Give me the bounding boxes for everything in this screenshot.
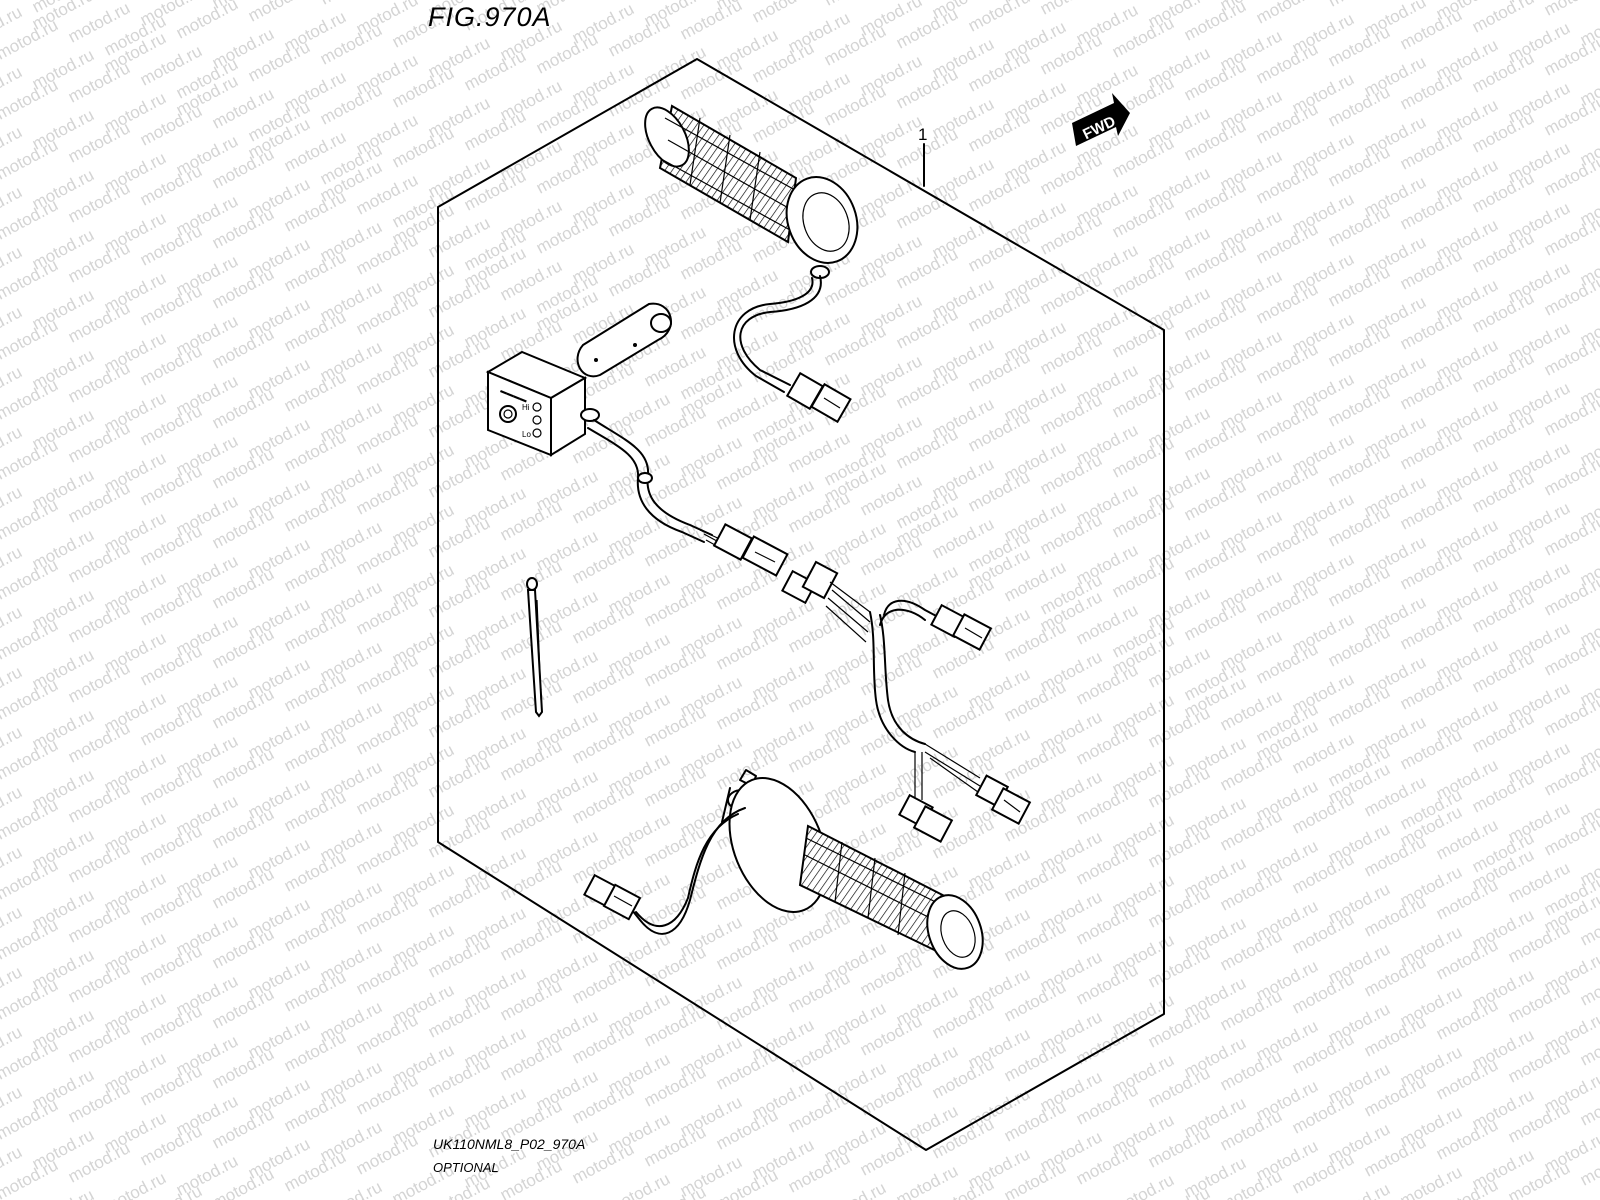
watermark-text: motod.ru [1109, 1170, 1177, 1200]
watermark-text: motod.ru [965, 0, 1033, 36]
mounting-bracket [576, 302, 672, 378]
watermark-text: motod.ru [101, 1168, 169, 1200]
watermark-text: motod.ru [317, 1177, 385, 1200]
switch-label-lo: Lo [522, 430, 531, 439]
watermark-text: motod.ru [821, 1178, 889, 1200]
watermark-text: motod.ru [317, 0, 385, 9]
figure-subtitle: OPTIONAL [433, 1160, 499, 1175]
watermark-text: motod.ru [605, 1169, 673, 1200]
watermark-text: motod.ru [821, 0, 889, 10]
figure-title: FIG.970A [428, 2, 552, 32]
wire-harness [781, 560, 1032, 843]
watermark-text: motod.ru [1109, 0, 1177, 2]
watermark-text: motod.ru [1325, 1179, 1393, 1200]
watermark-text: motod.ru [1325, 0, 1393, 11]
watermark-text: motod.ru [29, 1185, 97, 1200]
watermark-text: motod.ru [749, 0, 817, 27]
upper-heated-grip [644, 104, 859, 424]
watermark-text: motod.ru [605, 0, 673, 1]
switch-label-hi: Hi [522, 403, 530, 412]
watermark-text: motod.ru [1037, 0, 1105, 19]
watermark-text: motod.ru [1469, 0, 1537, 37]
heater-switch-unit: ▬▬▬▬ Hi Lo [485, 350, 789, 577]
figure-code: UK110NML8_P02_970A [433, 1136, 586, 1152]
watermark-text: motod.ru [245, 0, 313, 26]
watermark-text: motod.ru [1253, 0, 1321, 28]
callout-number-1: 1 [918, 125, 927, 144]
kit-box-outline [437, 58, 1165, 1151]
lower-heated-grip [583, 769, 984, 970]
cable-tie [526, 577, 544, 718]
watermark-text: motod.ru [1541, 0, 1600, 20]
